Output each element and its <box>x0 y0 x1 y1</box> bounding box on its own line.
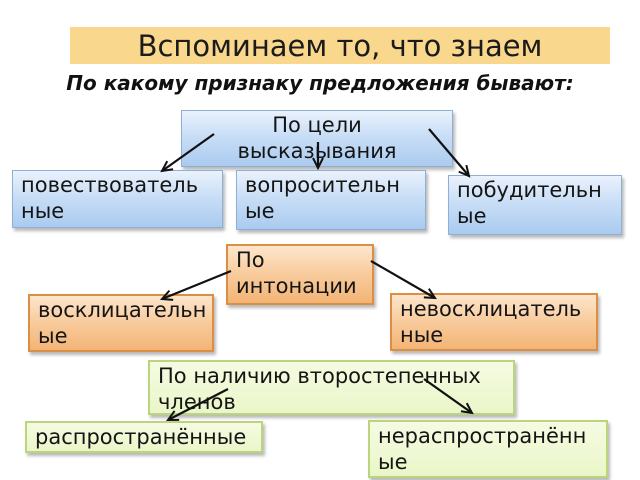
box-interrogative: вопросительн ые <box>236 170 426 230</box>
box-incentive: побудительн ые <box>448 175 622 235</box>
box-exclamatory: восклицательн ые <box>28 294 214 352</box>
slide-subtitle: По какому признаку предложения бывают: <box>66 71 574 95</box>
box-widespread: распространённые <box>25 421 263 453</box>
box-narrative: повествователь ные <box>12 170 223 228</box>
box-non-exclamatory: невосклицатель ные <box>390 293 598 351</box>
box-by-secondary-members: По наличию второстепенных членов <box>148 360 515 415</box>
slide-title: Вспоминаем то, что знаем <box>70 27 610 64</box>
box-by-intonation: По интонации <box>226 244 374 305</box>
box-non-widespread: нераспространённ ые <box>368 420 608 478</box>
box-by-purpose: По цели высказывания <box>181 110 453 167</box>
